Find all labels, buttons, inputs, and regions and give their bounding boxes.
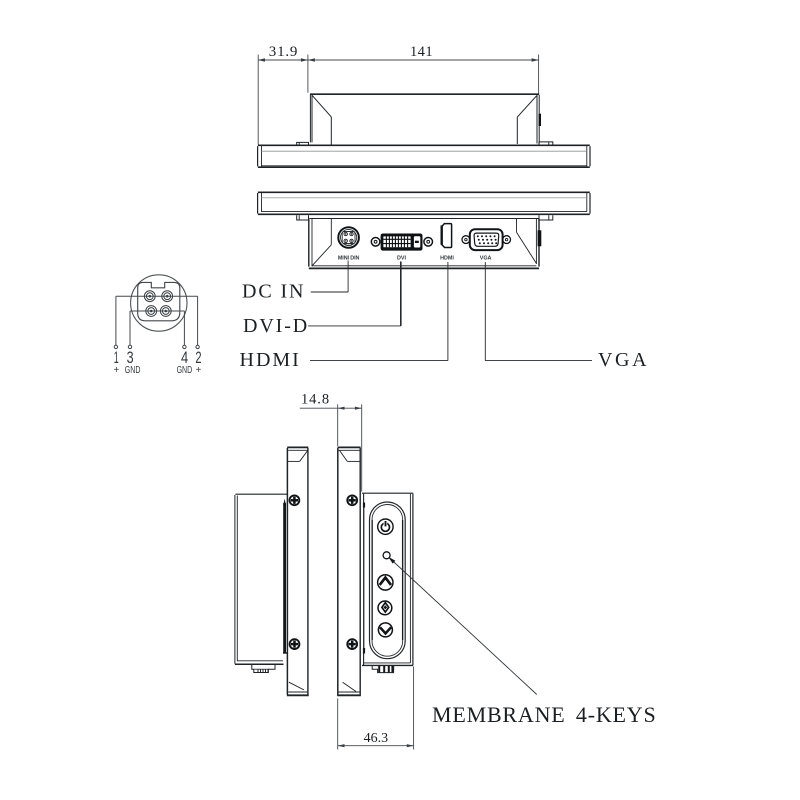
svg-text:1: 1 <box>114 349 119 367</box>
svg-text:2: 2 <box>195 349 201 367</box>
svg-text:DVI-D: DVI-D <box>243 315 309 337</box>
svg-text:HDMI: HDMI <box>440 255 454 261</box>
svg-text:141: 141 <box>410 44 433 60</box>
svg-text:VGA: VGA <box>480 255 492 261</box>
svg-text:31.9: 31.9 <box>269 44 298 60</box>
svg-text:HDMI: HDMI <box>240 349 301 371</box>
svg-text:46.3: 46.3 <box>364 731 389 746</box>
svg-text:+: + <box>114 365 120 376</box>
svg-text:MEMBRANE 4-KEYS: MEMBRANE 4-KEYS <box>432 702 657 727</box>
svg-text:DVI: DVI <box>397 255 406 261</box>
svg-text:MINI DIN: MINI DIN <box>338 255 360 261</box>
svg-text:GND: GND <box>125 365 141 376</box>
svg-text:VGA: VGA <box>598 349 649 371</box>
svg-text:DC IN: DC IN <box>242 281 305 303</box>
svg-text:+: + <box>196 365 202 376</box>
svg-text:GND: GND <box>177 365 193 376</box>
svg-text:4: 4 <box>181 349 188 367</box>
svg-text:14.8: 14.8 <box>301 392 330 408</box>
svg-text:3: 3 <box>127 349 134 367</box>
